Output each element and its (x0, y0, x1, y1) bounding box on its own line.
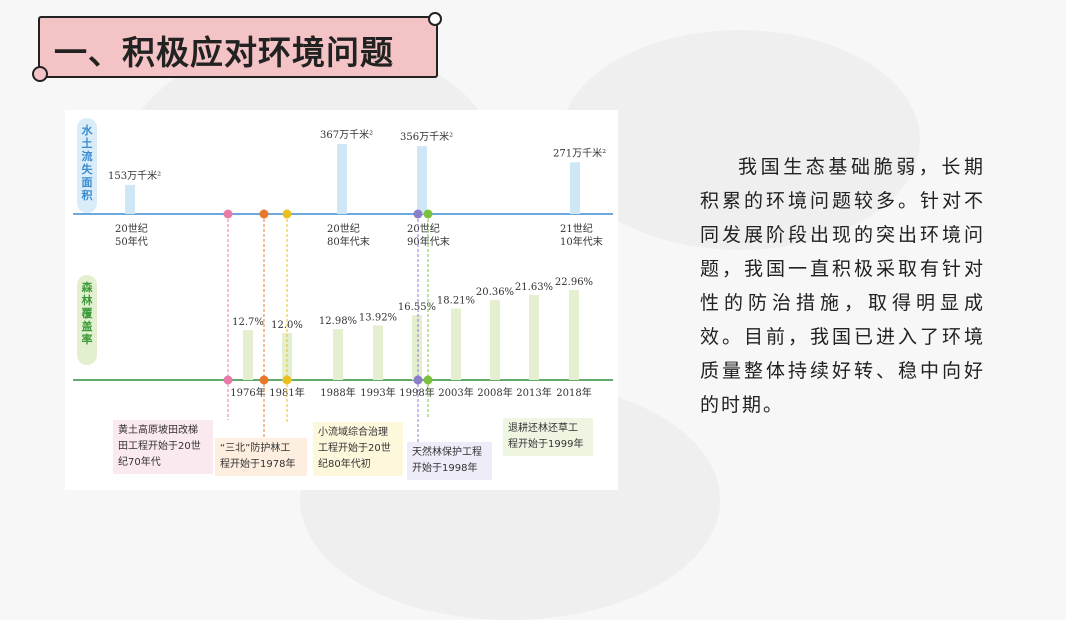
forest-year-label: 2008年 (477, 386, 512, 399)
forest-value-label: 16.55% (398, 302, 436, 313)
forest-bar (243, 330, 253, 380)
forest-bar (412, 315, 422, 380)
forest-bar (373, 325, 383, 380)
soil-period-label: 20世纪 (327, 223, 360, 235)
forest-bar (451, 308, 461, 380)
soil-bar (570, 162, 580, 214)
event-marker (413, 375, 423, 385)
forest-value-label: 12.7% (232, 317, 264, 328)
forest-year-label: 2003年 (438, 386, 473, 399)
body-paragraph: 我国生态基础脆弱，长期积累的环境问题较多。针对不同发展阶段出现的突出环境问题，我… (700, 156, 985, 416)
callout-three-north: “三北”防护林工 程开始于1978年 (215, 438, 307, 476)
soil-period-label: 50年代 (115, 235, 148, 248)
forest-year-label: 1998年 (399, 386, 434, 399)
soil-bar (417, 146, 427, 214)
event-marker (223, 375, 233, 385)
callout-natural-forest: 天然林保护工程 开始于1998年 (407, 442, 492, 480)
event-marker (223, 209, 233, 219)
forest-year-label: 2013年 (516, 386, 551, 399)
forest-year-label: 1993年 (360, 386, 395, 399)
forest-bar (333, 329, 343, 380)
soil-period-label: 20世纪 (407, 223, 440, 235)
soil-period-label: 80年代末 (327, 235, 370, 248)
event-marker (259, 209, 269, 219)
event-marker (423, 209, 433, 219)
forest-value-label: 21.63% (515, 282, 553, 293)
callout-loess-terracing: 黄土高原坡田改梯 田工程开始于20世 纪70年代 (113, 420, 213, 474)
page-title: 一、积极应对环境问题 (54, 33, 394, 72)
soil-value-label: 356万千米² (400, 130, 453, 143)
event-marker (282, 375, 292, 385)
event-marker (282, 209, 292, 219)
soil-period-label: 10年代末 (560, 235, 603, 248)
forest-value-label: 20.36% (476, 287, 514, 298)
title-banner: 一、积极应对环境问题 (32, 12, 442, 82)
scroll-curl-icon (32, 66, 48, 82)
forest-value-label: 18.21% (437, 296, 475, 307)
soil-value-label: 153万千米² (108, 169, 161, 182)
forest-year-label: 1976年 (230, 386, 265, 399)
soil-bar (125, 184, 135, 214)
forest-year-label: 2018年 (556, 386, 591, 399)
forest-bar (569, 290, 579, 380)
soil-value-label: 271万千米² (553, 146, 606, 159)
forest-coverage-label: 森林覆盖率 (77, 275, 97, 365)
forest-bar (490, 300, 500, 380)
event-marker (413, 209, 423, 219)
forest-value-label: 22.96% (555, 277, 593, 288)
callout-small-watershed: 小流域综合治理 工程开始于20世 纪80年代初 (313, 422, 403, 476)
forest-value-label: 12.98% (319, 316, 357, 327)
callout-grain-for-green: 退耕还林还草工 程开始于1999年 (503, 418, 593, 456)
soil-period-label: 21世纪 (560, 223, 593, 235)
forest-bar (529, 295, 539, 380)
soil-erosion-label: 水土流失面积 (77, 118, 97, 213)
soil-period-label: 20世纪 (115, 223, 148, 235)
forest-value-label: 13.92% (359, 312, 397, 323)
scroll-curl-icon (428, 12, 442, 26)
event-marker (423, 375, 433, 385)
soil-bar (337, 144, 347, 214)
background-shape (560, 30, 920, 250)
forest-year-label: 1981年 (269, 386, 304, 399)
event-marker (259, 375, 269, 385)
soil-value-label: 367万千米² (320, 128, 373, 141)
timeline-chart: 153万千米²20世纪50年代367万千米²20世纪80年代末356万千米²20… (73, 128, 613, 442)
forest-year-label: 1988年 (320, 386, 355, 399)
